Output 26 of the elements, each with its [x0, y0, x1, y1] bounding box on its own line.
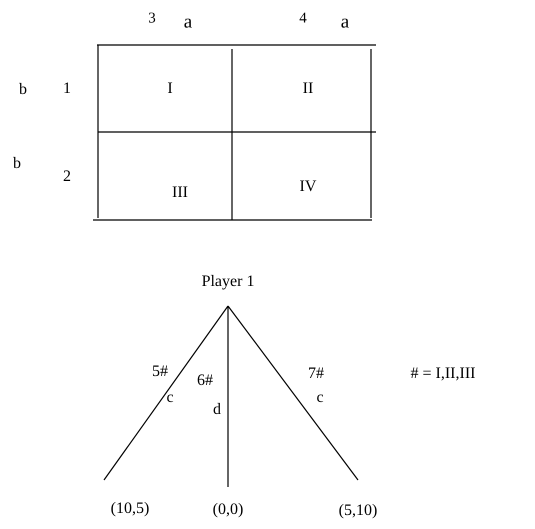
note-text: # = I,II,III — [410, 366, 476, 382]
tree-branch — [104, 306, 228, 480]
cell-label: II — [302, 81, 314, 97]
payoff-label: (10,5) — [110, 500, 150, 518]
row-number: 1 — [63, 81, 71, 97]
edge-label: 5# — [152, 364, 168, 380]
row-letter: b — [19, 82, 27, 98]
player-label: Player 1 — [202, 273, 254, 291]
row-number: 2 — [63, 169, 71, 185]
payoff-label: (0,0) — [212, 501, 244, 519]
tree-branch — [228, 306, 358, 480]
edge-label: 7# — [308, 366, 324, 382]
branch-label: c — [166, 390, 174, 406]
row-letter: b — [13, 156, 21, 172]
tree-branch — [227, 306, 229, 487]
branch-label: c — [316, 390, 324, 406]
cell-label: I — [167, 81, 173, 97]
column-number: 3 — [148, 12, 156, 26]
cell-label: III — [172, 185, 188, 201]
column-letter: a — [184, 12, 192, 32]
cell-label: IV — [300, 179, 316, 195]
edge-label: 6# — [197, 373, 213, 389]
branch-label: d — [213, 402, 221, 418]
column-number: 4 — [299, 12, 307, 26]
payoff-label: (5,10) — [338, 502, 378, 520]
column-letter: a — [340, 12, 350, 32]
